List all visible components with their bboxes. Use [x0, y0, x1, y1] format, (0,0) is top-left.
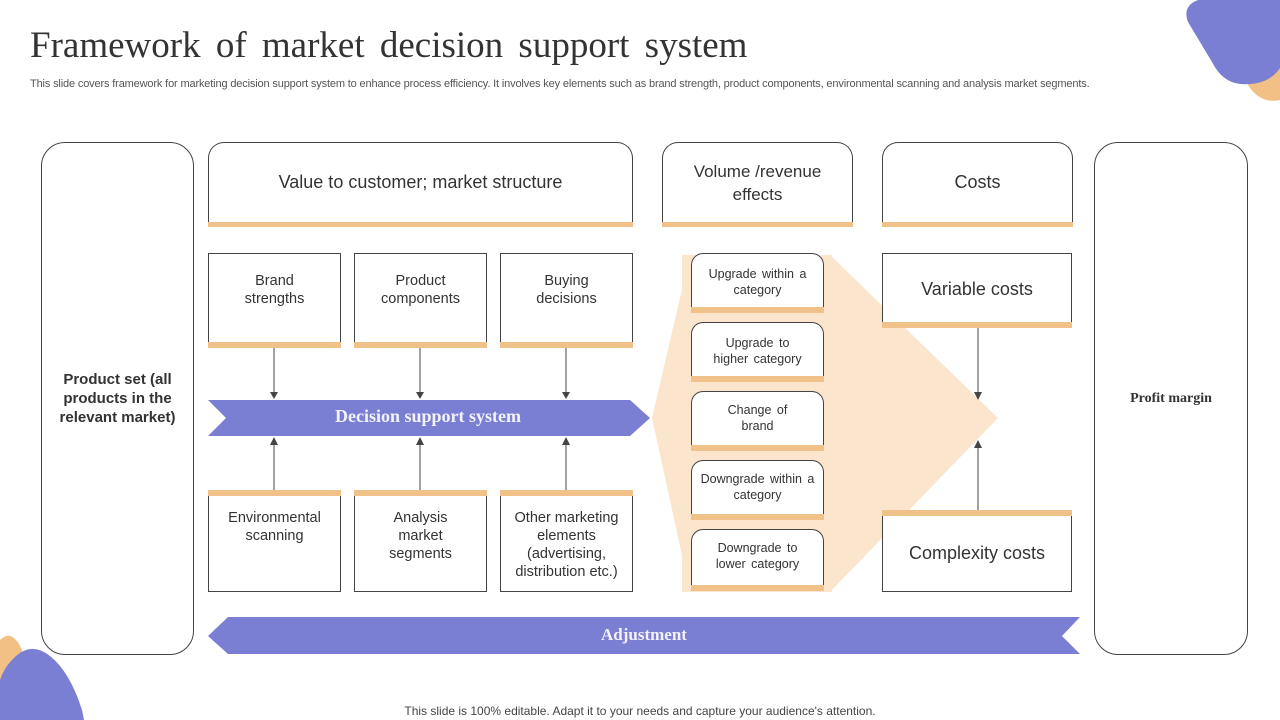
page-title: Framework of market decision support sys…: [30, 25, 748, 66]
arrowhead-icon: [562, 437, 570, 445]
profit-margin-panel: Profit margin: [1094, 142, 1248, 655]
box-label: Analysis market segments: [389, 510, 452, 562]
box-label: Other marketing elements (advertising, d…: [514, 510, 619, 580]
box-label: Brand strengths: [244, 273, 305, 307]
box-other-marketing-elements: Other marketing elements (advertising, d…: [500, 490, 633, 592]
arrowhead-icon: [416, 437, 424, 445]
volume-item-downgrade-lower: Downgrade to lower category: [691, 529, 824, 591]
box-complexity-costs: Complexity costs: [882, 510, 1072, 592]
volume-item-label: Upgrade to higher category: [713, 336, 802, 366]
volume-item-label: Upgrade within a category: [708, 267, 807, 297]
adjustment-label: Adjustment: [601, 625, 687, 644]
box-brand-strengths: Brand strengths: [208, 253, 341, 348]
product-set-label: Product set (all products in the relevan…: [59, 371, 176, 426]
decor-blob-purple-top: [1186, 0, 1280, 85]
volume-item-label: Downgrade within a category: [700, 472, 815, 502]
page-subtitle: This slide covers framework for marketin…: [30, 78, 1090, 90]
adjustment-arrow: [208, 617, 1080, 654]
volume-item-change-brand: Change of brand: [691, 391, 824, 451]
arrowhead-icon: [270, 392, 278, 399]
header-value-to-customer: Value to customer; market structure: [208, 142, 633, 227]
complexity-costs-label: Complexity costs: [908, 543, 1046, 563]
box-label: Product components: [381, 273, 460, 307]
footer-note: This slide is 100% editable. Adapt it to…: [404, 704, 876, 718]
decision-support-label: Decision support system: [334, 406, 521, 426]
box-environmental-scanning: Environmental scanning: [208, 490, 341, 592]
arrowhead-icon: [270, 437, 278, 445]
volume-item-downgrade-within: Downgrade within a category: [691, 460, 824, 520]
arrowhead-icon: [974, 392, 982, 400]
box-label: Buying decisions: [536, 273, 597, 307]
decision-support-arrow: [208, 400, 650, 436]
header-costs-label: Costs: [954, 172, 1001, 192]
decor-blob-purple-bottom: [0, 648, 84, 720]
variable-costs-label: Variable costs: [921, 279, 1033, 299]
chevron-funnel-shape: [830, 255, 998, 592]
arrowhead-icon: [562, 392, 570, 399]
header-volume-label: Volume /revenue effects: [693, 161, 822, 204]
box-analysis-market-segments: Analysis market segments: [354, 490, 487, 592]
box-label: Environmental scanning: [228, 510, 321, 544]
profit-margin-label: Profit margin: [1130, 390, 1212, 406]
header-volume-revenue: Volume /revenue effects: [662, 142, 853, 227]
box-variable-costs: Variable costs: [882, 253, 1072, 328]
volume-item-label: Downgrade to lower category: [715, 541, 800, 571]
header-costs: Costs: [882, 142, 1073, 227]
arrowhead-icon: [416, 392, 424, 399]
volume-item-upgrade-higher: Upgrade to higher category: [691, 322, 824, 382]
product-set-panel: Product set (all products in the relevan…: [41, 142, 194, 655]
box-product-components: Product components: [354, 253, 487, 348]
arrowhead-icon: [974, 440, 982, 448]
funnel-shape: [652, 255, 690, 592]
volume-item-upgrade-within: Upgrade within a category: [691, 253, 824, 313]
box-buying-decisions: Buying decisions: [500, 253, 633, 348]
volume-item-label: Change of brand: [727, 403, 788, 433]
header-value-label: Value to customer; market structure: [278, 172, 563, 192]
